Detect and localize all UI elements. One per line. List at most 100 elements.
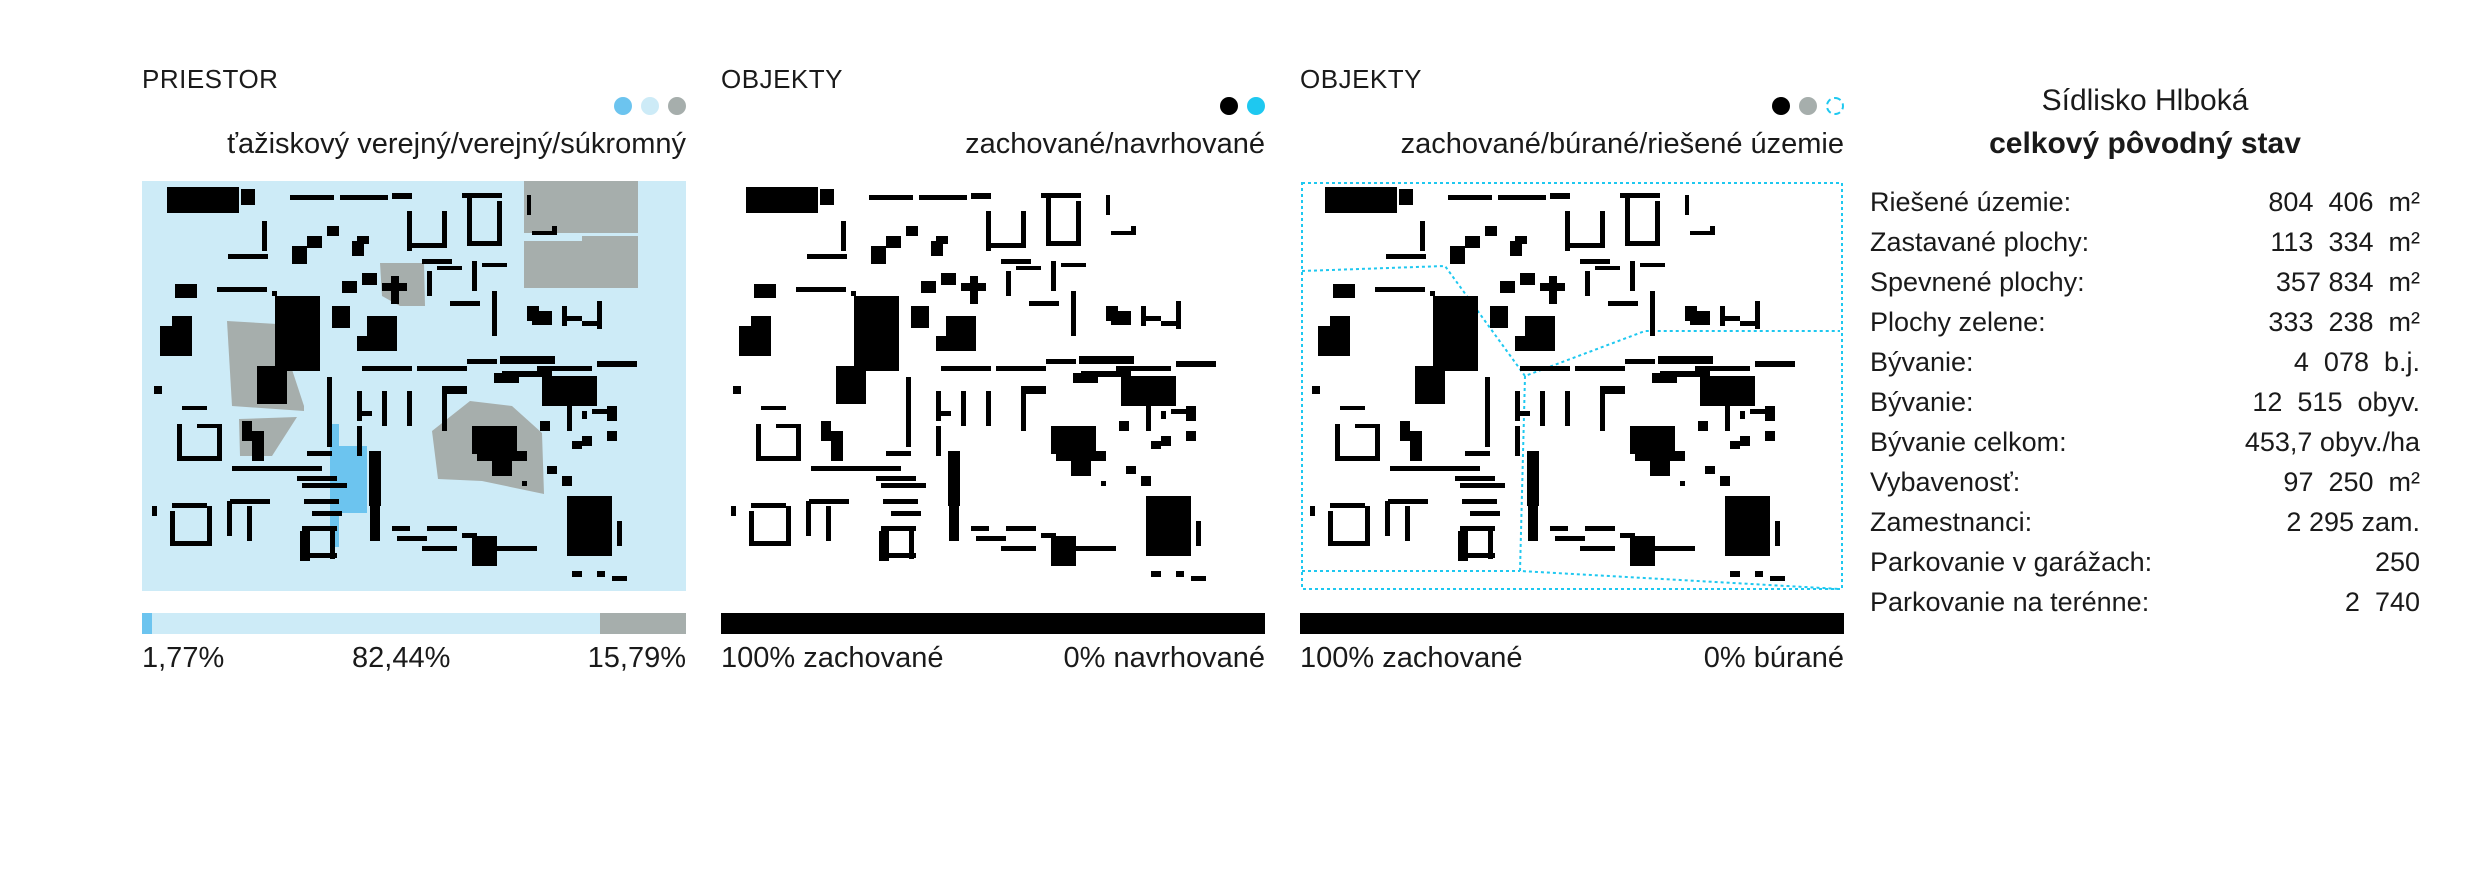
building <box>1106 195 1110 215</box>
building <box>552 226 557 234</box>
building <box>1021 211 1026 246</box>
building <box>1330 316 1350 356</box>
building <box>330 529 335 559</box>
building <box>1433 296 1478 371</box>
building <box>392 526 410 531</box>
building <box>537 366 592 371</box>
building <box>607 406 617 421</box>
legend-dot <box>614 97 632 115</box>
building <box>1710 226 1715 234</box>
building <box>1046 196 1051 246</box>
stats-row: Bývanie:4 078 b.j. <box>1870 342 2420 382</box>
building <box>1620 193 1660 198</box>
buildings <box>152 187 637 581</box>
building <box>796 287 846 292</box>
building <box>881 483 926 488</box>
building <box>362 366 412 371</box>
building <box>891 511 921 516</box>
building <box>272 291 277 296</box>
building <box>1388 499 1428 504</box>
building <box>340 195 380 200</box>
legend-dot <box>641 97 659 115</box>
building <box>1430 291 1435 296</box>
building <box>1765 431 1775 441</box>
building <box>442 386 447 431</box>
building <box>1550 193 1570 199</box>
building <box>1755 301 1760 329</box>
panel-objekty-demolished: OBJEKTY zachované/búrané/riešené územie … <box>1300 0 1844 700</box>
building <box>1515 411 1530 416</box>
building <box>1685 195 1689 215</box>
building <box>961 391 966 426</box>
building <box>1770 576 1785 581</box>
bar-segment <box>142 613 152 634</box>
share-label-public: 82,44% <box>352 642 451 674</box>
building <box>1041 533 1056 538</box>
building <box>971 193 991 199</box>
building <box>1312 386 1320 394</box>
building <box>936 391 941 421</box>
building <box>1455 476 1495 481</box>
building <box>1066 546 1116 551</box>
stats-value: 453,7 obyv./ha <box>2244 427 2420 457</box>
building <box>1079 356 1134 364</box>
stats-value: 97 250 m² <box>2283 467 2420 497</box>
legend-dot <box>1247 97 1265 115</box>
building <box>1725 316 1740 321</box>
stats-label: Plochy zelene: <box>1870 307 2046 337</box>
building <box>612 576 627 581</box>
building <box>417 366 442 371</box>
building <box>949 501 959 541</box>
building <box>1690 231 1715 235</box>
building <box>881 553 916 558</box>
building <box>462 193 502 198</box>
building <box>1510 241 1522 256</box>
building <box>1146 396 1151 431</box>
building <box>217 426 222 461</box>
building <box>1585 271 1590 296</box>
building <box>1580 546 1615 551</box>
building <box>307 236 322 248</box>
building <box>1460 553 1495 558</box>
building <box>821 421 831 441</box>
share-bar <box>721 613 1265 634</box>
building <box>502 371 552 377</box>
building <box>292 246 307 264</box>
building <box>1161 411 1166 419</box>
building <box>749 511 754 546</box>
building <box>1191 576 1206 581</box>
building <box>307 451 332 456</box>
building <box>751 503 786 508</box>
building <box>1450 466 1480 471</box>
building <box>607 431 617 441</box>
building <box>1658 356 1713 364</box>
building <box>1186 406 1196 421</box>
building <box>1375 426 1380 461</box>
share-label-private: 15,79% <box>587 642 686 674</box>
building <box>931 241 943 256</box>
building <box>391 276 399 304</box>
building <box>522 481 527 486</box>
building <box>1635 451 1685 461</box>
building <box>970 276 978 304</box>
building <box>172 503 207 508</box>
building <box>567 316 582 321</box>
building <box>567 496 612 556</box>
building <box>1650 291 1655 336</box>
building <box>1046 359 1076 364</box>
building <box>1176 361 1216 367</box>
panel-subtitle: zachované/navrhované <box>965 128 1265 160</box>
building <box>382 391 387 426</box>
building <box>1310 506 1315 516</box>
building <box>1325 187 1397 213</box>
building <box>342 281 357 293</box>
building <box>1575 366 1600 371</box>
building <box>1775 521 1780 546</box>
building <box>1605 386 1625 394</box>
bar-segment <box>600 613 686 634</box>
building <box>1465 236 1480 248</box>
building <box>996 366 1021 371</box>
building <box>1620 533 1635 538</box>
building <box>756 424 761 459</box>
building <box>1386 254 1426 259</box>
